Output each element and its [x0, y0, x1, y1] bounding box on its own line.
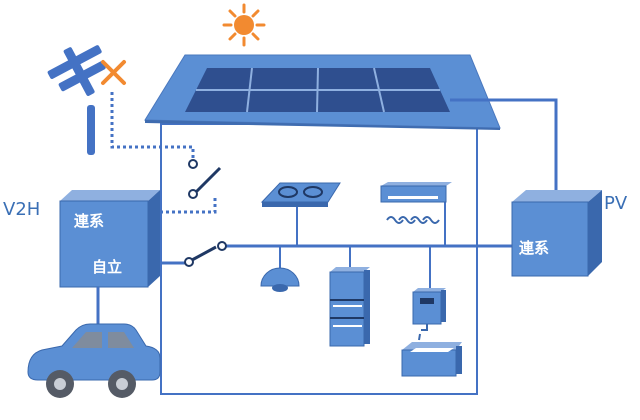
water-heater-icon	[412, 288, 446, 341]
pv-feed-line	[450, 98, 558, 192]
self-sustain-switch	[184, 241, 227, 267]
v2h-label: V2H	[3, 199, 40, 220]
pv-unit: 連系	[511, 190, 602, 277]
ceiling-light-icon	[260, 267, 300, 292]
v2h-unit: 連系 自立	[59, 190, 160, 288]
utility-pole-icon	[47, 45, 106, 155]
electric-car-icon	[27, 323, 161, 398]
sun-icon	[222, 3, 266, 47]
v2h-grid-dotted-line	[148, 195, 217, 214]
outage-x-icon	[101, 60, 126, 85]
pv-label: PV	[604, 193, 628, 214]
v2h-self-sustain-label: 自立	[92, 258, 122, 276]
v2h-grid-tie-label: 連系	[74, 212, 104, 230]
ih-cooktop-icon	[260, 182, 341, 207]
solar-panel-icon	[185, 67, 450, 113]
grid-switch	[188, 159, 222, 199]
refrigerator-icon	[329, 267, 370, 347]
air-conditioner-icon	[380, 182, 452, 224]
pv-grid-tie-label: 連系	[519, 239, 549, 257]
sink-icon	[401, 342, 462, 377]
